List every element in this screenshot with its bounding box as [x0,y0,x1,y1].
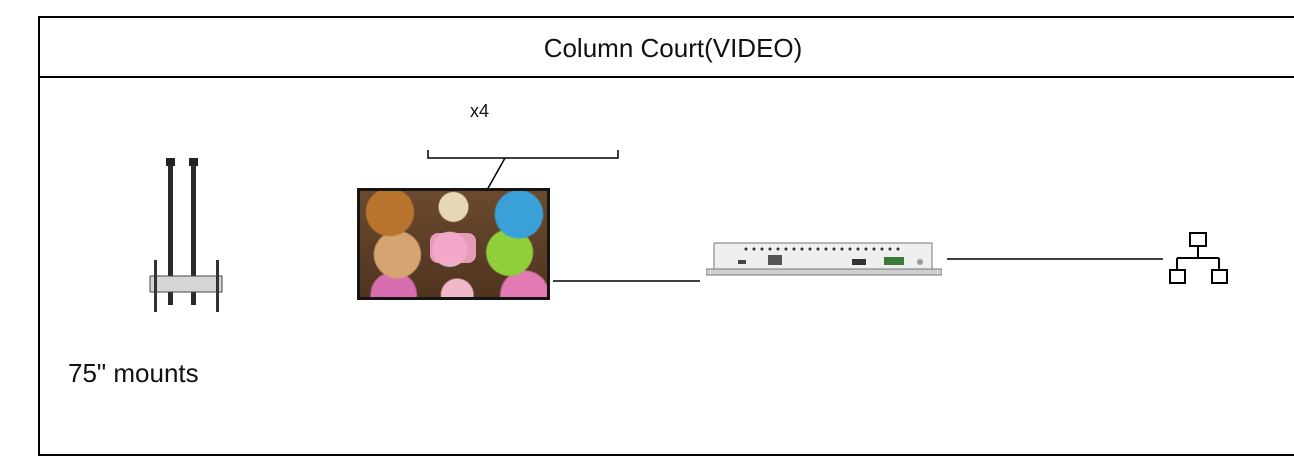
mount-caption: 75" mounts [68,358,199,388]
diagram-title: Column Court(VIDEO) [543,33,803,63]
quantity-bracket [427,150,619,191]
mount-icon [149,158,223,312]
display-logo [430,233,476,263]
connection-layer [149,150,1228,312]
network-icon [1169,232,1228,284]
quantity-label: x4 [470,101,490,121]
display-icon [357,188,550,300]
media-player-icon [705,241,943,277]
diagram-header: Column Court(VIDEO) [40,18,1294,78]
media-player-shape [705,242,943,276]
